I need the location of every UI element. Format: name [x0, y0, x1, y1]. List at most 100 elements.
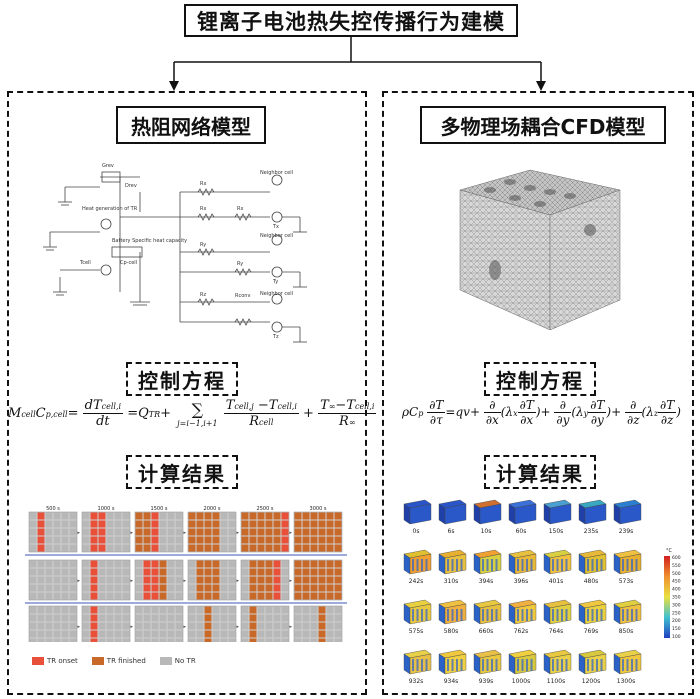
grid-cell	[37, 536, 45, 544]
grid-cell	[143, 638, 151, 646]
grid-cell	[241, 622, 249, 630]
grid-cell	[294, 512, 302, 520]
grid-cell	[257, 568, 265, 576]
cfd-thumb-stripe	[552, 659, 554, 671]
grid-cell	[212, 528, 220, 536]
cfd-time-label: 60s	[516, 528, 527, 535]
grid-cell	[37, 584, 45, 592]
cfd-time-label: 150s	[549, 528, 564, 535]
grid-cell	[61, 560, 69, 568]
grid-cell	[37, 512, 45, 520]
grid-cell	[196, 606, 204, 614]
grid-cell	[310, 630, 318, 638]
grid-cell	[114, 630, 122, 638]
cfd-thumb-stripe	[587, 609, 589, 621]
grid-cell	[257, 560, 265, 568]
grid-cell	[310, 584, 318, 592]
grid-cell	[249, 568, 257, 576]
grid-cell	[53, 536, 61, 544]
grid-cell	[204, 592, 212, 600]
grid-cell	[281, 560, 289, 568]
grid-cell	[241, 584, 249, 592]
grid-cell	[159, 606, 167, 614]
legend-tr-finished-label: TR finished	[106, 657, 146, 665]
grid-cell	[151, 606, 159, 614]
cfd-thumb-stripe	[482, 609, 484, 621]
cfd-thumb-stripe	[486, 609, 489, 621]
thermal-circuit-diagram: Grev Drev Heat generation of TR Tcell Ba…	[43, 163, 307, 343]
grid-cell	[175, 614, 183, 622]
grid-cell	[265, 606, 273, 614]
grid-cell	[106, 568, 114, 576]
grid-cell	[326, 630, 334, 638]
grid-cell	[37, 568, 45, 576]
step-arrow-icon: ▸	[131, 624, 134, 630]
grid-cell	[69, 576, 77, 584]
svg-text:Rx: Rx	[200, 206, 206, 212]
grid-cell	[175, 584, 183, 592]
grid-cell	[61, 576, 69, 584]
grid-cell	[167, 622, 175, 630]
svg-text:Ry: Ry	[200, 242, 206, 248]
grid-cell	[82, 584, 90, 592]
grid-cell	[159, 512, 167, 520]
grid-cell	[82, 606, 90, 614]
grid-cell	[188, 606, 196, 614]
cfd-thumb-stripe	[451, 609, 454, 621]
colorbar-tick: 150	[672, 626, 681, 632]
grid-cell	[61, 622, 69, 630]
grid-cell	[98, 614, 106, 622]
grid-cell	[265, 568, 273, 576]
grid-cell	[273, 520, 281, 528]
colorbar-tick: 400	[672, 587, 681, 593]
grid-cell	[90, 622, 98, 630]
cfd-thumb-stripe	[526, 559, 528, 571]
grid-cell	[228, 512, 236, 520]
left-panel	[7, 91, 367, 695]
grid-cell	[326, 576, 334, 584]
legend-tr-onset-label: TR onset	[47, 657, 78, 665]
grid-cell	[212, 576, 220, 584]
grid-cell	[273, 606, 281, 614]
grid-cell	[228, 560, 236, 568]
cfd-thumb-stripe	[460, 659, 463, 671]
grid-cell	[228, 576, 236, 584]
grid-time-label: 500 s	[46, 506, 60, 512]
grid-cell	[212, 606, 220, 614]
grid-cell	[37, 638, 45, 646]
grid-cell	[310, 512, 318, 520]
step-arrow-icon: ▸	[78, 530, 81, 536]
grid-cell	[82, 622, 90, 630]
grid-cell	[29, 592, 37, 600]
cfd-thumb-stripe	[421, 659, 423, 671]
grid-cell	[37, 622, 45, 630]
grid-cell	[196, 592, 204, 600]
cfd-thumb-stripe	[561, 559, 563, 571]
grid-cell	[228, 606, 236, 614]
grid-cell	[167, 614, 175, 622]
grid-cell	[151, 576, 159, 584]
grid-cell	[196, 544, 204, 552]
grid-cell	[151, 544, 159, 552]
grid-time-label: 1000 s	[98, 506, 115, 512]
grid-panel	[134, 511, 184, 553]
grid-cell	[212, 638, 220, 646]
grid-cell	[220, 638, 228, 646]
cfd-thumb-stripe	[622, 659, 624, 671]
connector-arrows	[169, 37, 546, 91]
grid-cell	[257, 528, 265, 536]
grid-cell	[281, 638, 289, 646]
grid-cell	[294, 520, 302, 528]
grid-cell	[302, 622, 310, 630]
grid-cell	[188, 576, 196, 584]
grid-cell	[69, 512, 77, 520]
grid-cell	[98, 592, 106, 600]
cfd-thumb-stripe	[495, 559, 498, 571]
grid-cell	[212, 536, 220, 544]
grid-cell	[122, 630, 130, 638]
cfd-thumb-stripe	[556, 559, 559, 571]
grid-cell	[212, 512, 220, 520]
colorbar-unit: °C	[666, 548, 673, 554]
grid-cell	[241, 520, 249, 528]
